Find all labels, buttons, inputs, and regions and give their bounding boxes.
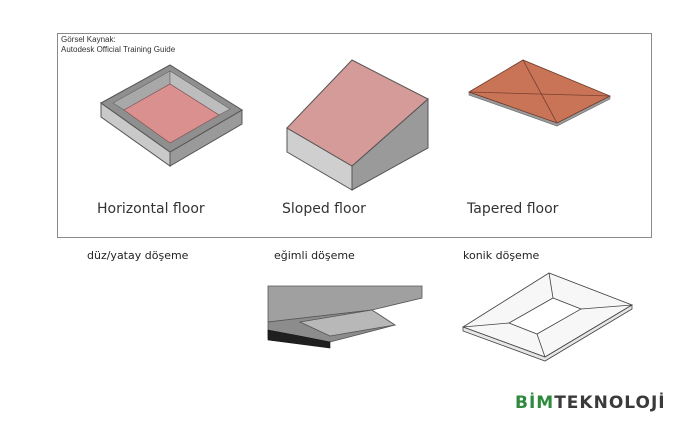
sloped-floor-drawing [286, 59, 429, 191]
tapered-floor-caption: Tapered floor [467, 201, 559, 217]
horizontal-floor-caption: Horizontal floor [97, 201, 205, 217]
sloped-floor-caption: Sloped floor [282, 201, 366, 217]
tapered-floor-drawing [468, 59, 611, 127]
source-line-2: Autodesk Official Training Guide [61, 45, 176, 54]
wireframe-corner-line-4 [536, 333, 546, 358]
wireframe-corner-line-3 [580, 304, 633, 310]
tapered-floor-translation: konik döşeme [463, 249, 540, 262]
tapered-floor-surface [468, 59, 611, 124]
horizontal-floor-translation: düz/yatay döşeme [87, 249, 189, 262]
slab-dark-edge [267, 329, 331, 349]
wireframe-corner-line-2 [548, 272, 554, 299]
tapered-ridge-line-2 [468, 91, 611, 97]
sloped-floor-surface [286, 59, 429, 167]
wireframe-corner-line-1 [462, 322, 510, 328]
slab-step-top [298, 309, 397, 337]
tapered-slab-wireframe-drawing [462, 272, 633, 362]
brand-logo: BİMTEKNOLOJİ [515, 393, 666, 413]
horizontal-floor-drawing [100, 64, 243, 167]
image-source-note: Görsel Kaynak: Autodesk Official Trainin… [61, 35, 175, 55]
horizontal-floor-surface [123, 83, 220, 144]
sloped-floor-translation: eğimli döşeme [274, 249, 355, 262]
sloped-slab-section-drawing [267, 285, 423, 349]
brand-logo-part1: BİM [515, 393, 555, 413]
tapered-ridge-line-1 [522, 59, 558, 124]
figure-panel [57, 33, 652, 238]
source-line-1: Görsel Kaynak: [61, 35, 116, 44]
slab-top-plane [267, 285, 423, 323]
brand-logo-part2: TEKNOLOJİ [554, 393, 666, 413]
